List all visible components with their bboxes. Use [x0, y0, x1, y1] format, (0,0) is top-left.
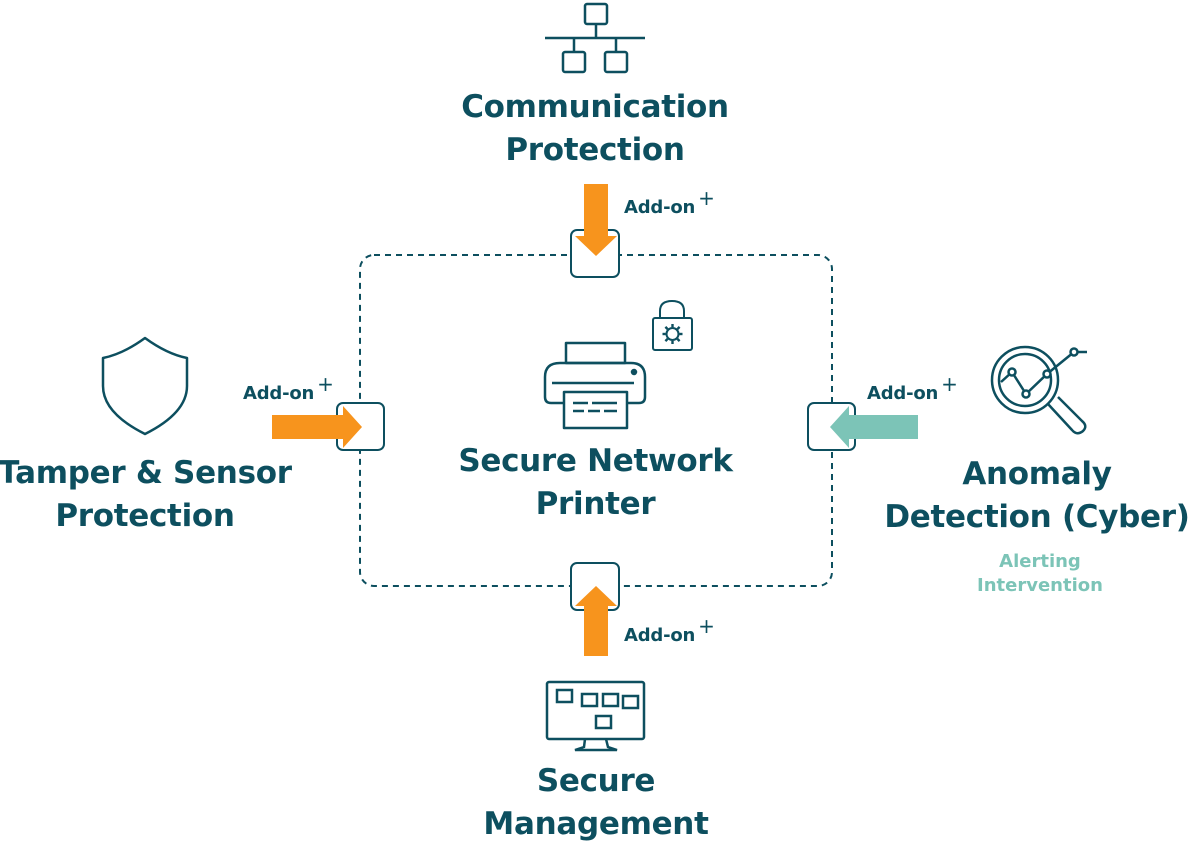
addon-label-bottom: Add-on+: [624, 614, 715, 646]
arrow-left: [272, 406, 362, 448]
addon-text: Add-on: [624, 625, 696, 646]
shield-icon: [101, 336, 189, 436]
title-line: Detection (Cyber): [884, 499, 1190, 535]
addon-text: Add-on: [624, 197, 696, 218]
plus-icon: +: [698, 614, 715, 638]
secure-management-title: Secure Management: [446, 760, 746, 846]
anomaly-detection-subtitle: Alerting Intervention: [940, 550, 1140, 598]
addon-label-left: Add-on+: [243, 372, 334, 404]
communication-protection-title: Communication Protection: [445, 86, 745, 172]
plus-icon: +: [317, 372, 334, 396]
magnifier-chart-icon: [990, 345, 1087, 435]
monitor-dashboard-icon: [545, 680, 646, 752]
addon-label-right: Add-on+: [867, 372, 958, 404]
printer-icon: [543, 341, 647, 430]
addon-text: Add-on: [867, 383, 939, 404]
subtitle-line: Intervention: [977, 575, 1103, 596]
title-line: Secure Network: [458, 443, 733, 479]
anomaly-detection-title: Anomaly Detection (Cyber): [877, 453, 1191, 539]
arrow-right: [830, 406, 918, 448]
secure-network-printer-title: Secure Network Printer: [440, 440, 751, 526]
subtitle-line: Alerting: [999, 551, 1081, 572]
title-line: Tamper & Sensor: [0, 455, 292, 491]
title-line: Printer: [535, 486, 656, 522]
title-line: Protection: [505, 132, 685, 168]
network-hierarchy-icon: [545, 2, 645, 74]
plus-icon: +: [698, 186, 715, 210]
arrow-top: [575, 184, 617, 256]
addon-label-top: Add-on+: [624, 186, 715, 218]
title-line: Secure: [536, 763, 656, 799]
title-line: Protection: [55, 498, 235, 534]
plus-icon: +: [941, 372, 958, 396]
tamper-sensor-protection-title: Tamper & Sensor Protection: [0, 452, 310, 538]
padlock-gear-icon: [652, 299, 693, 351]
title-line: Anomaly: [962, 456, 1112, 492]
arrow-bottom: [575, 586, 617, 656]
addon-text: Add-on: [243, 383, 315, 404]
title-line: Management: [483, 806, 709, 842]
title-line: Communication: [461, 89, 729, 125]
